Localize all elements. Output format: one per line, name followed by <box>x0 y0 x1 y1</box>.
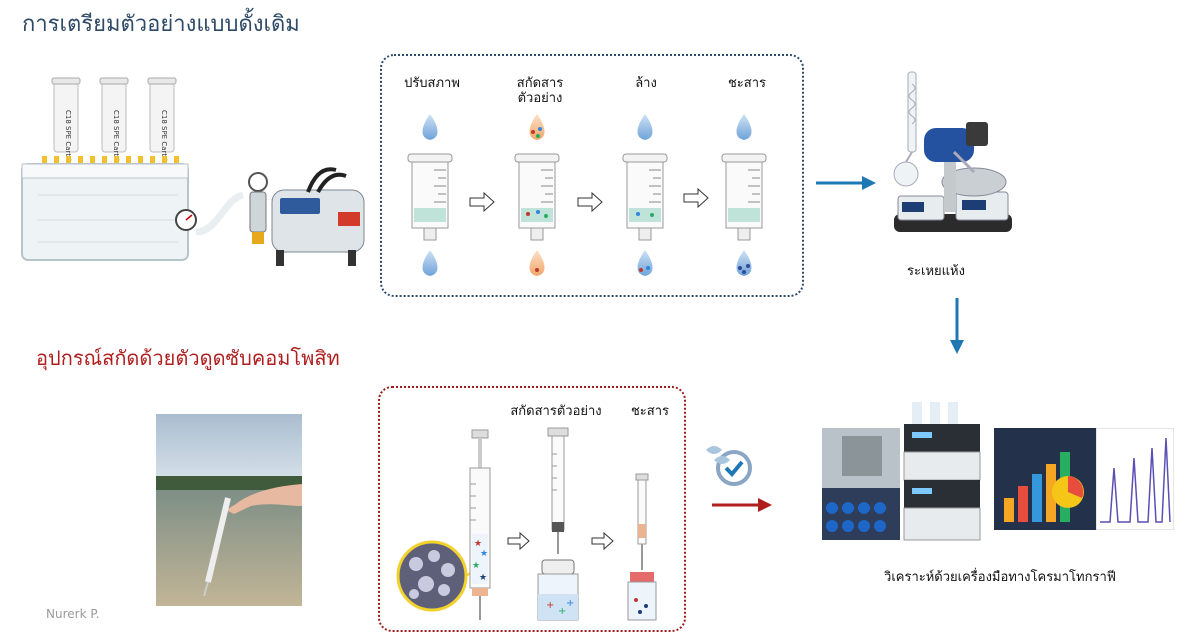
traditional-steps-panel <box>380 54 804 297</box>
syringe-elution <box>627 473 657 621</box>
arrow-right-icon <box>507 531 530 551</box>
spe-cartridge-loading <box>514 153 560 241</box>
svg-text:★: ★ <box>474 539 482 549</box>
composite-section-title: อุปกรณ์สกัดด้วยตัวดูดซับคอมโพสิท <box>36 346 340 370</box>
composite-device-illustration: ★ ★ ★ ★ + + + <box>396 427 657 621</box>
rotary-evaporator-illustration <box>893 71 1012 232</box>
step-label-elution: ชะสาร <box>727 76 767 91</box>
spe-cartridge-conditioning <box>407 153 453 241</box>
cartridge-label: C18 SPE Cartridge <box>112 110 120 174</box>
solvent-drop-icon <box>637 114 653 140</box>
svg-text:+: + <box>558 606 566 617</box>
autosampler-photo <box>822 428 900 540</box>
cartridge-label: C18 SPE Cartridge <box>160 110 168 174</box>
evaporation-label: ระเหยแห้ง <box>907 264 965 279</box>
syringe-sample-loading: ★ ★ ★ ★ <box>469 429 491 620</box>
composite-device-panel <box>378 386 686 632</box>
svg-text:★: ★ <box>480 549 488 559</box>
spe-cartridge-3: C18 SPE Cartridge <box>147 77 177 174</box>
field-sampling-photo <box>156 414 302 606</box>
chromatogram-image <box>1096 428 1174 530</box>
step-label-composite-elution: ชะสาร <box>630 404 670 419</box>
green-recycle-icon <box>706 446 752 486</box>
effluent-drop-icon <box>637 250 653 276</box>
spe-cartridge-1: C18 SPE Cartridge <box>51 77 81 174</box>
arrow-right-icon <box>683 187 709 209</box>
effluent-drop-icon <box>422 250 438 276</box>
syringe-extraction: + + + <box>537 427 579 621</box>
credit-text: Nurerk P. <box>46 607 100 621</box>
spe-cartridge-washing <box>622 153 668 241</box>
step-label-sample-loading: สกัดสาร ตัวอย่าง <box>516 76 564 106</box>
analysis-label: วิเคราะห์ด้วยเครื่องมือทางโครมาโทกราฟี <box>884 570 1116 585</box>
step-label-composite-extraction: สกัดสารตัวอย่าง <box>510 404 602 419</box>
page-title: การเตรียมตัวอย่างแบบดั้งเดิม <box>22 12 300 37</box>
solvent-drop-icon <box>736 114 752 140</box>
hplc-instrument-illustration <box>903 402 981 541</box>
arrow-right-blue-icon <box>816 176 876 190</box>
spe-manifold-pump-illustration: C18 SPE Cartridge C18 SPE Cartridge C18 … <box>21 77 365 266</box>
arrow-right-icon <box>577 191 603 213</box>
svg-text:★: ★ <box>472 561 480 571</box>
cartridge-label: C18 SPE Cartridge <box>64 110 72 174</box>
svg-text:+: + <box>566 598 574 609</box>
arrow-right-icon <box>591 531 614 551</box>
arrow-right-red-icon <box>712 498 772 512</box>
spe-cartridge-2: C18 SPE Cartridge <box>99 77 129 174</box>
effluent-drop-icon <box>529 250 545 276</box>
step-label-conditioning: ปรับสภาพ <box>404 76 460 91</box>
spe-cartridge-elution <box>721 153 767 241</box>
svg-text:+: + <box>546 600 554 611</box>
arrow-down-blue-icon <box>950 298 964 354</box>
svg-text:★: ★ <box>479 573 487 583</box>
solvent-drop-icon <box>422 114 438 140</box>
step-label-washing: ล้าง <box>635 76 657 91</box>
data-analysis-chart-image <box>994 428 1096 530</box>
arrow-right-icon <box>469 191 495 213</box>
traditional-steps-illustration <box>407 114 767 276</box>
